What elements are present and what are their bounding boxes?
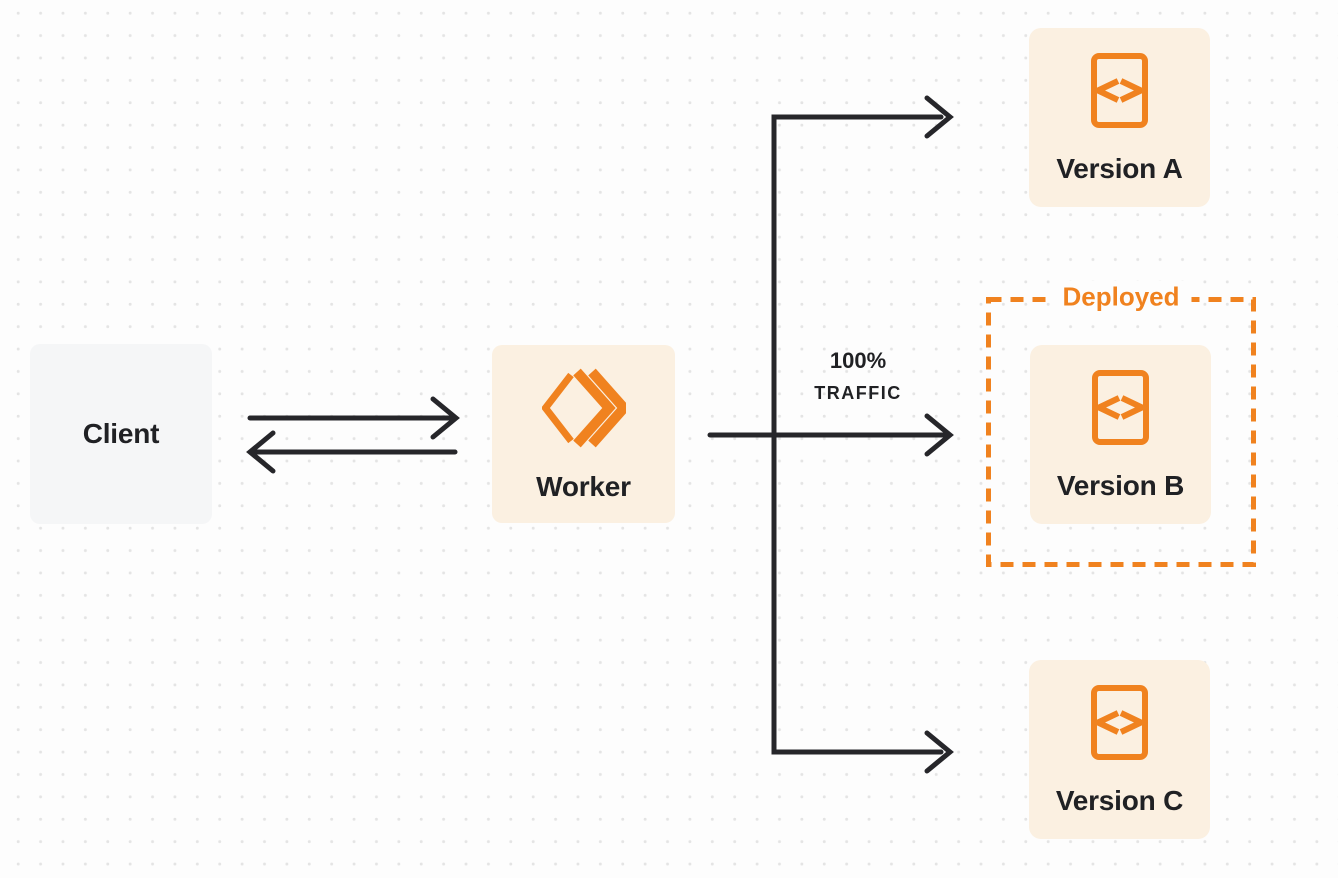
worker-node: Worker bbox=[492, 345, 675, 523]
version-b-label: Version B bbox=[1056, 470, 1185, 501]
version-b-node: Version B bbox=[1030, 345, 1211, 524]
version-a-node: Version A bbox=[1029, 28, 1210, 207]
client-node: Client bbox=[30, 344, 212, 524]
worker-to-version-b-arrow bbox=[707, 413, 954, 457]
traffic-percent-label: 100% bbox=[829, 348, 887, 373]
traffic-annotation: 100% TRAFFIC bbox=[778, 348, 938, 403]
version-a-label: Version A bbox=[1056, 153, 1183, 184]
client-to-worker-arrow bbox=[247, 396, 460, 440]
code-file-icon bbox=[1091, 53, 1148, 128]
client-node-label: Client bbox=[82, 418, 160, 449]
worker-node-label: Worker bbox=[536, 471, 631, 502]
version-c-node: Version C bbox=[1029, 660, 1210, 839]
deployed-label: Deployed bbox=[1050, 280, 1192, 314]
traffic-word-label: TRAFFIC bbox=[814, 383, 902, 403]
worker-to-client-arrow bbox=[246, 430, 458, 474]
workers-logo-icon bbox=[541, 368, 626, 448]
code-file-icon bbox=[1092, 370, 1149, 445]
deployed-container: Deployed bbox=[986, 280, 1256, 567]
branch-arrows bbox=[771, 95, 954, 774]
version-c-label: Version C bbox=[1055, 785, 1184, 816]
code-file-icon bbox=[1091, 685, 1148, 760]
